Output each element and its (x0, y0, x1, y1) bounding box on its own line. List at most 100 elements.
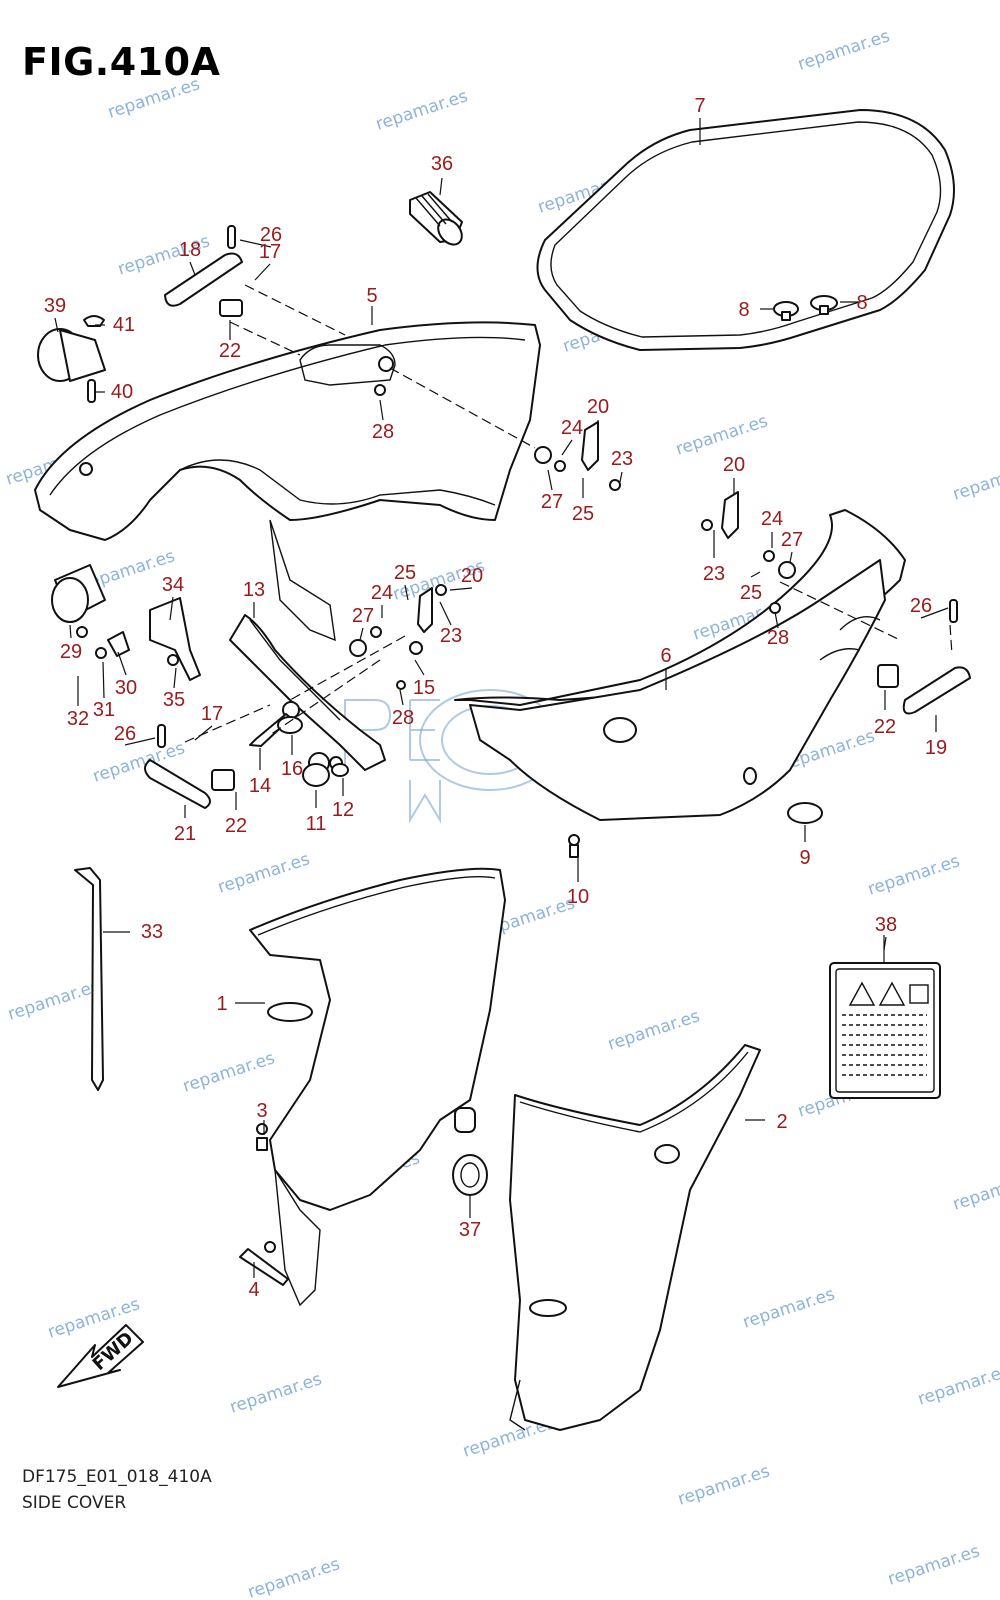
callout-number-36: 36 (431, 153, 453, 175)
callout-number-28: 28 (392, 707, 414, 729)
callout-number-31: 31 (93, 699, 115, 721)
leader-line (117, 651, 127, 676)
figure-code: DF175_E01_018_410A (22, 1467, 212, 1487)
handle-part-19 (902, 666, 971, 715)
callout-number-21: 21 (174, 823, 196, 845)
callout-number-3: 3 (256, 1100, 267, 1122)
leader-line (54, 317, 59, 333)
leader-line (69, 624, 72, 639)
callout-number-26: 26 (910, 595, 932, 617)
strap-part-33 (74, 867, 104, 1091)
leader-line (774, 611, 779, 629)
watermark-text: repamar.es (950, 1166, 1000, 1215)
callout-number-22: 22 (219, 340, 241, 362)
watermark-text: repamar.es (673, 411, 770, 460)
upper-side-cover-part-5 (34, 321, 541, 642)
clip-part-8-left (773, 301, 799, 321)
leader-line (619, 471, 623, 483)
callout-number-18: 18 (179, 239, 201, 261)
callout-number-16: 16 (281, 758, 303, 780)
side-cover-part-6 (454, 509, 906, 821)
warning-label-part-38 (829, 962, 941, 1099)
callout-number-7: 7 (694, 95, 705, 117)
callout-number-8: 8 (856, 292, 867, 314)
latch-part-22-a (219, 299, 243, 317)
callout-number-12: 12 (332, 799, 354, 821)
callout-number-23: 23 (440, 625, 462, 647)
callout-number-28: 28 (372, 421, 394, 443)
callout-number-24: 24 (761, 508, 783, 530)
figure-name: SIDE COVER (22, 1493, 127, 1513)
watermark-text: repamar.es (915, 1361, 1000, 1410)
spacer-part-16 (277, 716, 303, 734)
leader-line (399, 689, 404, 706)
pin-part-26-c (157, 724, 166, 748)
callout-number-19: 19 (925, 737, 947, 759)
bolt-part-3 (256, 1137, 268, 1151)
leader-line (169, 596, 174, 621)
pin-part-26-a (227, 225, 236, 249)
leader-line (414, 659, 425, 676)
callout-number-25: 25 (572, 503, 594, 525)
boot-part-39 (37, 328, 106, 382)
watermark-text: repamar.es (245, 1554, 342, 1600)
callout-number-10: 10 (567, 886, 589, 908)
bracket-part-13 (229, 614, 386, 771)
clip-part-8-right (810, 295, 838, 315)
watermark-text: repamar.es (605, 1006, 702, 1055)
grommet-part-29 (51, 564, 106, 623)
leader-line (102, 661, 105, 699)
callout-number-2: 2 (776, 1111, 787, 1133)
clip-part-20-c (417, 587, 433, 633)
callout-number-32: 32 (67, 708, 89, 730)
callout-number-23: 23 (703, 563, 725, 585)
watermark-text: repamar.es (795, 26, 892, 75)
watermark-text: repamar.es (105, 74, 202, 123)
callout-number-37: 37 (459, 1219, 481, 1241)
callout-number-29: 29 (60, 641, 82, 663)
latch-part-22-c (211, 769, 235, 791)
leader-line (254, 263, 271, 281)
leader-line (789, 551, 793, 563)
grommet-part-36 (409, 191, 463, 246)
callout-number-41: 41 (113, 314, 135, 336)
watermark-text: repamar.es (215, 849, 312, 898)
callout-number-15: 15 (413, 677, 435, 699)
bolt-part-4 (239, 1248, 289, 1286)
callout-number-22: 22 (874, 716, 896, 738)
callout-number-35: 35 (163, 689, 185, 711)
lower-side-cover-part-1 (249, 867, 506, 1307)
leader-line (750, 571, 761, 578)
handle-part-21 (144, 759, 211, 809)
leader-lines (54, 118, 949, 1278)
plug-part-9 (787, 802, 823, 824)
callout-number-40: 40 (111, 381, 133, 403)
watermark-text: repamar.es (865, 851, 962, 900)
watermark-text: repamar.es (180, 1048, 277, 1097)
callout-number-8: 8 (738, 299, 749, 321)
callout-number-23: 23 (611, 448, 633, 470)
grommet-part-37 (452, 1154, 488, 1196)
callout-number-6: 6 (660, 645, 671, 667)
watermark-text: repamar.es (227, 1369, 324, 1418)
callout-number-13: 13 (243, 579, 265, 601)
latch-part-22-b (877, 664, 899, 688)
callout-number-11: 11 (306, 813, 327, 835)
callout-number-24: 24 (561, 417, 583, 439)
watermark-text: repamar.es (740, 1284, 837, 1333)
leader-line (920, 607, 949, 619)
leader-line (194, 725, 213, 741)
callout-number-27: 27 (352, 605, 374, 627)
watermark-text: repamar.es (373, 86, 470, 135)
callout-number-25: 25 (394, 562, 416, 584)
lower-side-cover-part-2 (509, 1044, 761, 1431)
clip-part-30 (107, 631, 130, 657)
callout-number-26: 26 (114, 723, 136, 745)
callout-number-5: 5 (366, 285, 377, 307)
callout-number-1: 1 (216, 993, 227, 1015)
callout-number-24: 24 (371, 582, 393, 604)
callout-number-14: 14 (249, 775, 271, 797)
pin-part-40 (87, 379, 96, 403)
grommet-part-11 (302, 763, 330, 787)
